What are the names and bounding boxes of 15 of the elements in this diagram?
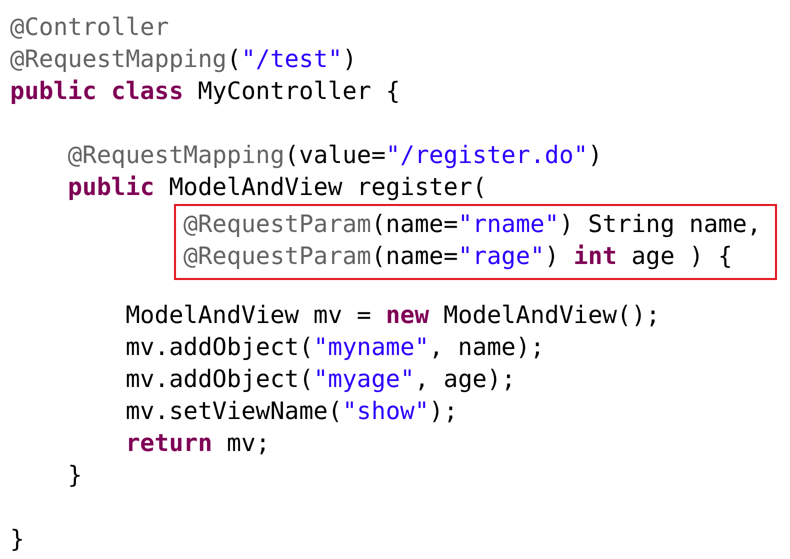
closing-brace: }	[10, 524, 24, 555]
code-line: ModelAndView mv = new ModelAndView();	[126, 300, 660, 331]
code-line: mv.addObject("myname", name);	[126, 332, 545, 363]
code-line: @RequestMapping(value="/register.do")	[68, 140, 602, 171]
code-line: @Controller	[10, 12, 169, 43]
code-line: mv.setViewName("show");	[126, 396, 458, 427]
code-line: public ModelAndView register(	[68, 172, 487, 203]
code-line: @RequestParam(name="rname") String name,	[183, 209, 762, 240]
code-line: mv.addObject("myage", age);	[126, 364, 516, 395]
code-line: @RequestParam(name="rage") int age ) {	[183, 241, 734, 272]
code-line: return mv;	[126, 428, 270, 459]
code-line: public class MyController {	[10, 76, 400, 107]
code-line: @RequestMapping("/test")	[10, 44, 357, 75]
highlight-box	[174, 204, 777, 280]
closing-brace: }	[68, 460, 82, 491]
